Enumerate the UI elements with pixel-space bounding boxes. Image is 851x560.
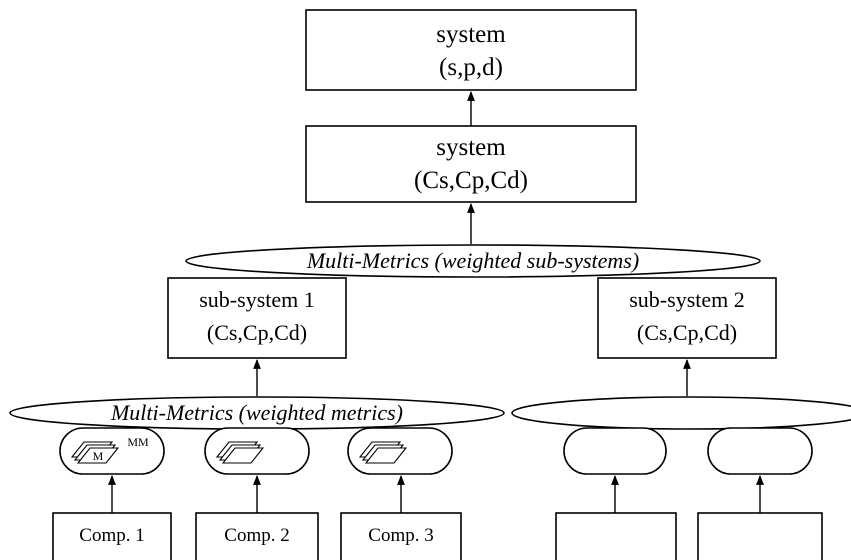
metric-node-1: M MM bbox=[59, 427, 165, 475]
metric-stack-icon bbox=[215, 441, 265, 464]
metric-node-3 bbox=[347, 427, 453, 475]
metric-node-2 bbox=[204, 427, 310, 475]
metric-node-4 bbox=[563, 427, 667, 475]
subsystem-2-params: (Cs,Cp,Cd) bbox=[637, 320, 737, 345]
component-3-node: Comp. 3 bbox=[340, 512, 462, 560]
system-top-node: system (s,p,d) bbox=[305, 9, 637, 91]
metric-stack-icon bbox=[358, 441, 408, 464]
component-1-node: Comp. 1 bbox=[52, 512, 172, 560]
component-1-label: Comp. 1 bbox=[79, 525, 144, 546]
subsystem-2-node: sub-system 2 (Cs,Cp,Cd) bbox=[597, 277, 777, 359]
mm-metrics-node: Multi-Metrics (weighted metrics) bbox=[9, 396, 505, 430]
metric-stack-icon bbox=[70, 441, 120, 464]
mm-metrics-2-node bbox=[511, 396, 851, 430]
system-top-title: system bbox=[436, 21, 506, 48]
system-top-params: (s,p,d) bbox=[439, 54, 503, 81]
component-4-node bbox=[555, 512, 677, 560]
mm-subsystems-node: Multi-Metrics (weighted sub-systems) bbox=[185, 244, 761, 278]
subsystem-1-params: (Cs,Cp,Cd) bbox=[207, 320, 307, 345]
metric-node-5 bbox=[707, 427, 813, 475]
system-mid-title: system bbox=[436, 134, 506, 161]
subsystem-1-title: sub-system 1 bbox=[199, 287, 315, 312]
metric-sheet-label: M bbox=[93, 449, 104, 463]
mm-subsystems-label: Multi-Metrics (weighted sub-systems) bbox=[306, 248, 639, 273]
subsystem-2-title: sub-system 2 bbox=[629, 287, 745, 312]
metric-mm-badge: MM bbox=[127, 435, 149, 449]
component-3-label: Comp. 3 bbox=[368, 525, 433, 546]
system-mid-node: system (Cs,Cp,Cd) bbox=[305, 125, 637, 203]
component-5-node bbox=[697, 512, 823, 560]
system-mid-params: (Cs,Cp,Cd) bbox=[414, 167, 528, 194]
component-2-label: Comp. 2 bbox=[224, 525, 289, 546]
subsystem-1-node: sub-system 1 (Cs,Cp,Cd) bbox=[167, 277, 347, 359]
component-2-node: Comp. 2 bbox=[195, 512, 319, 560]
mm-metrics-label: Multi-Metrics (weighted metrics) bbox=[110, 400, 403, 425]
